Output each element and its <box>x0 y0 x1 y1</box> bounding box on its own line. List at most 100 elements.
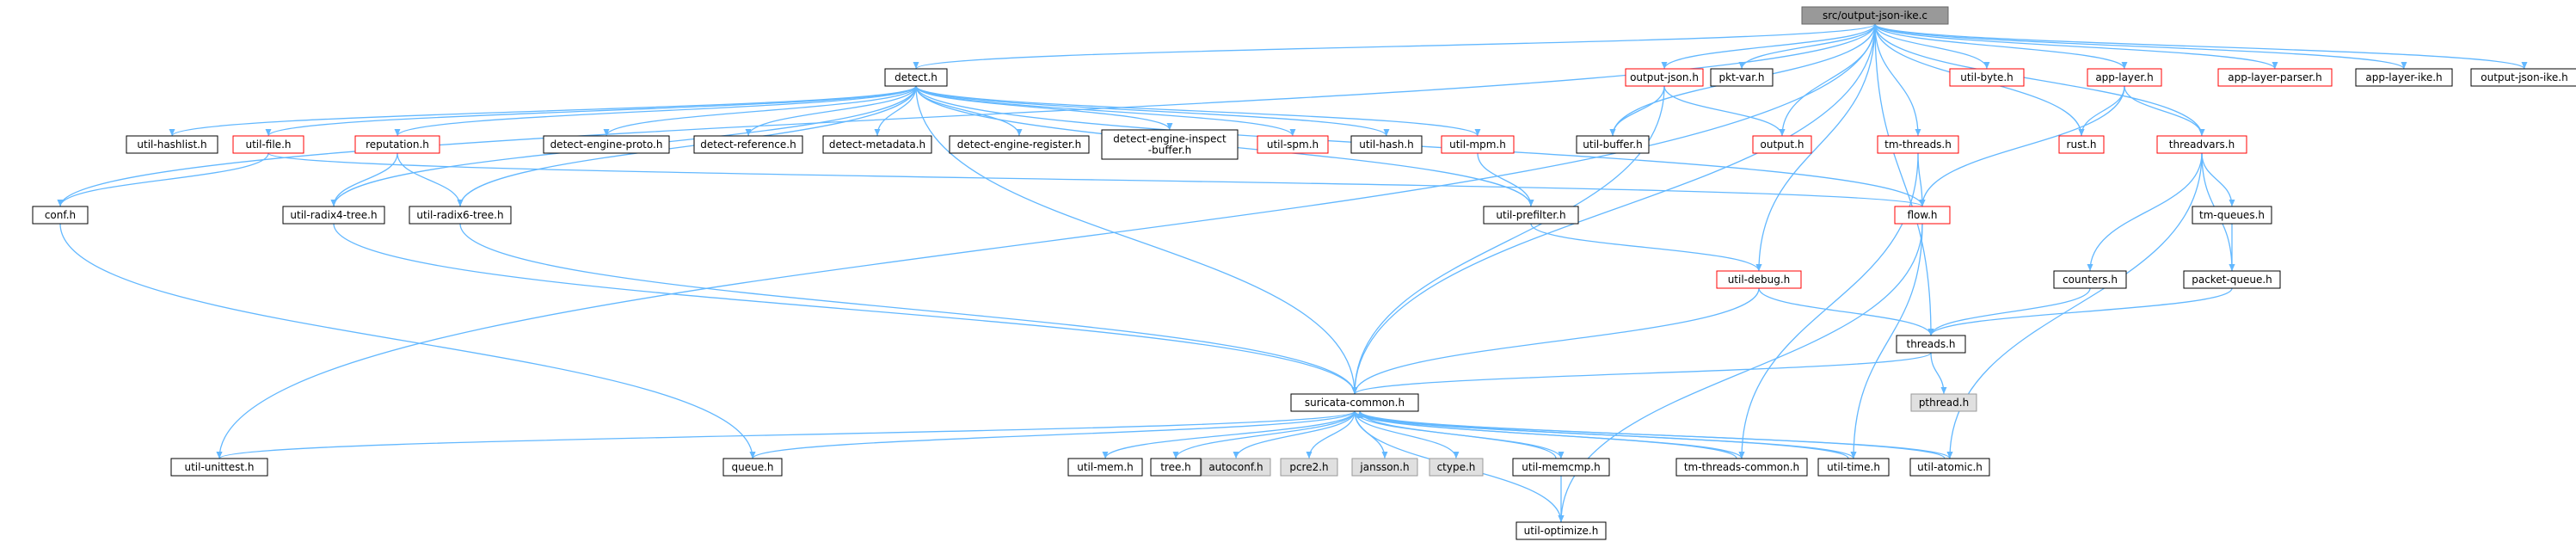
node-alike[interactable]: app-layer-ike.h <box>2355 68 2453 87</box>
edge-sc-to-umem <box>1102 410 1356 459</box>
node-box <box>949 135 1090 154</box>
node-label: util-prefilter.h <box>1496 209 1565 221</box>
node-tree[interactable]: tree.h <box>1150 458 1202 477</box>
edge-tmthreads-to-flow <box>1917 152 1926 207</box>
node-label: tm-threads-common.h <box>1684 461 1799 473</box>
node-prefilter[interactable]: util-prefilter.h <box>1483 206 1579 225</box>
node-dmeta[interactable]: detect-metadata.h <box>822 135 932 154</box>
node-label: util-mem.h <box>1077 461 1134 473</box>
edge-mpm-to-prefilter <box>1477 152 1534 207</box>
node-label: ctype.h <box>1437 461 1476 473</box>
edge-pktqueue-to-threads <box>1927 287 2233 336</box>
node-tmthreads[interactable]: tm-threads.h <box>1877 135 1959 154</box>
node-box <box>1350 135 1423 154</box>
node-label: queue.h <box>731 461 773 473</box>
node-label: pkt-var.h <box>1719 71 1765 83</box>
node-pktvar[interactable]: pkt-var.h <box>1710 68 1774 87</box>
node-rust[interactable]: rust.h <box>2058 135 2105 154</box>
node-box <box>1910 393 1977 412</box>
node-sc[interactable]: suricata-common.h <box>1290 393 1419 412</box>
node-threadvars[interactable]: threadvars.h <box>2156 135 2247 154</box>
edge-flow-to-utime <box>1850 223 1923 459</box>
node-utilfile[interactable]: util-file.h <box>232 135 304 154</box>
node-label: util-hashlist.h <box>137 139 206 151</box>
node-label: util-time.h <box>1827 461 1880 473</box>
edge-root-to-utilbyte <box>1874 23 1990 70</box>
node-outjson[interactable]: output-json.h <box>1625 68 1704 87</box>
edge-root-to-threadvars <box>1874 23 2205 137</box>
node-outike[interactable]: output-json-ike.h <box>2470 68 2576 87</box>
edge-detect-to-dmeta <box>874 85 917 137</box>
node-dreg[interactable]: detect-engine-register.h <box>949 135 1090 154</box>
node-ubuffer[interactable]: util-buffer.h <box>1576 135 1650 154</box>
node-spm[interactable]: util-spm.h <box>1257 135 1329 154</box>
node-label: detect-reference.h <box>700 139 796 151</box>
node-tmqueues[interactable]: tm-queues.h <box>2192 206 2272 225</box>
node-reputation[interactable]: reputation.h <box>354 135 440 154</box>
node-conf[interactable]: conf.h <box>32 206 89 225</box>
node-box <box>1576 135 1650 154</box>
node-box <box>1896 335 1966 354</box>
node-utilbyte[interactable]: util-byte.h <box>1949 68 2025 87</box>
edge-root-to-sc <box>1351 23 1876 395</box>
edge-applayer-to-flow <box>1919 85 2125 207</box>
edge-sc-to-unittest <box>216 410 1356 459</box>
edge-utilfile-to-conf <box>57 152 269 207</box>
node-output[interactable]: output.h <box>1752 135 1812 154</box>
node-label: util-radix4-tree.h <box>290 209 377 221</box>
node-mpm[interactable]: util-mpm.h <box>1441 135 1515 154</box>
node-box <box>1877 135 1959 154</box>
node-threads[interactable]: threads.h <box>1896 335 1966 354</box>
node-uatomic[interactable]: util-atomic.h <box>1909 458 1990 477</box>
node-label: detect.h <box>895 71 938 83</box>
node-box <box>1351 458 1418 477</box>
node-label: util-spm.h <box>1267 139 1319 151</box>
node-label: util-hash.h <box>1359 139 1414 151</box>
edge-utilfile-to-flow <box>267 152 1925 207</box>
node-uhash[interactable]: util-hash.h <box>1350 135 1423 154</box>
node-counters[interactable]: counters.h <box>2053 270 2127 289</box>
edge-tmcommon-to-sc <box>1356 410 1737 459</box>
edge-radix4-to-sc <box>333 223 1358 395</box>
edge-counters-to-threads <box>1927 287 2091 336</box>
node-box <box>354 135 440 154</box>
node-radix4[interactable]: util-radix4-tree.h <box>282 206 385 225</box>
node-utime[interactable]: util-time.h <box>1817 458 1890 477</box>
edge-prefilter-to-udebug <box>1530 223 1762 272</box>
node-radix6[interactable]: util-radix6-tree.h <box>409 206 512 225</box>
node-box <box>693 135 803 154</box>
node-box <box>1949 68 2025 87</box>
edge-root-to-alike <box>1874 23 2407 70</box>
node-uoptimize[interactable]: util-optimize.h <box>1515 521 1607 540</box>
node-label: autoconf.h <box>1208 461 1263 473</box>
node-alparser[interactable]: app-layer-parser.h <box>2217 68 2333 87</box>
node-memcmp[interactable]: util-memcmp.h <box>1512 458 1610 477</box>
node-dinsp[interactable]: detect-engine-inspect-buffer.h <box>1101 129 1239 160</box>
edge-root-to-tmthreads <box>1874 23 1921 137</box>
edge-root-to-output <box>1779 23 1876 137</box>
edge-applayer-to-rust <box>2078 85 2125 137</box>
node-box <box>1201 458 1271 477</box>
node-applayer[interactable]: app-layer.h <box>2087 68 2162 87</box>
node-detect[interactable]: detect.h <box>884 68 948 87</box>
node-root[interactable]: src/output-json-ike.c <box>1801 6 1949 25</box>
node-box <box>1257 135 1329 154</box>
node-tmcommon[interactable]: tm-threads-common.h <box>1675 458 1808 477</box>
edge-conf-to-queue <box>59 223 756 459</box>
node-flow[interactable]: flow.h <box>1894 206 1951 225</box>
node-udebug[interactable]: util-debug.h <box>1716 270 1802 289</box>
node-pktqueue[interactable]: packet-queue.h <box>2183 270 2281 289</box>
node-deproto[interactable]: detect-engine-proto.h <box>543 135 670 154</box>
node-dref[interactable]: detect-reference.h <box>693 135 803 154</box>
node-queue[interactable]: queue.h <box>722 458 783 477</box>
node-label: util-mpm.h <box>1449 139 1506 151</box>
node-label: output-json.h <box>1630 71 1699 83</box>
node-unittest[interactable]: util-unittest.h <box>170 458 268 477</box>
node-label: util-atomic.h <box>1917 461 1983 473</box>
node-box <box>1429 458 1484 477</box>
edge-udebug-to-sc <box>1351 287 1760 395</box>
node-hashlist[interactable]: util-hashlist.h <box>126 135 218 154</box>
node-label: threads.h <box>1906 338 1955 350</box>
edge-threads-to-sc <box>1351 352 1932 395</box>
node-umem[interactable]: util-mem.h <box>1067 458 1143 477</box>
